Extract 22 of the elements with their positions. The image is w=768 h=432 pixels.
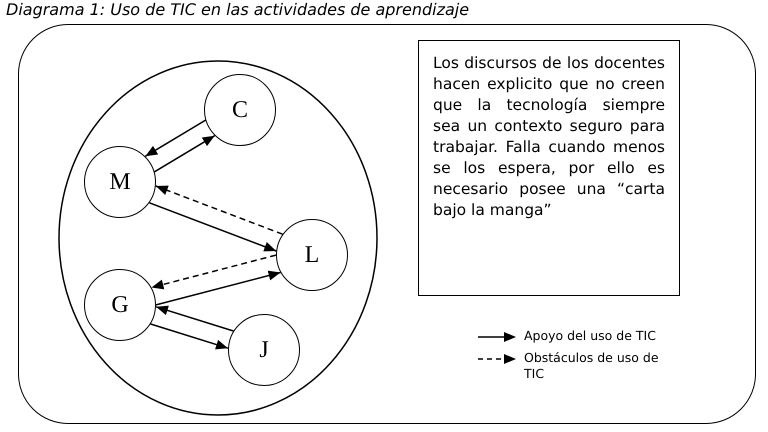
- arrow: [144, 120, 206, 157]
- legend-text: Obstáculos de uso de TIC: [524, 350, 660, 382]
- node-circle: [84, 146, 156, 218]
- node-circle: [84, 269, 156, 341]
- node-letter: C: [232, 97, 248, 123]
- arrow: [149, 202, 276, 252]
- arrow: [156, 185, 283, 235]
- node-letter: L: [304, 242, 320, 268]
- arrow: [151, 254, 276, 290]
- diagram-title: Diagrama 1: Uso de TIC en las actividades de aprendizaje: [6, 0, 470, 20]
- arrow: [154, 135, 216, 172]
- node-letter: J: [259, 337, 269, 363]
- note-box: [418, 40, 680, 296]
- arrow: [156, 306, 234, 332]
- legend-text: Apoyo del uso de TIC: [524, 328, 657, 344]
- arrow: [156, 270, 281, 306]
- arrow: [150, 323, 228, 350]
- note-text: Los discursos de los docentes hacen explicito que no creen que la tecnología siempre sea un contexto seguro para trabajar. Falla cuando menos se los espera, por ello es necesario posee una “carta bajo la manga”: [433, 53, 665, 221]
- node-letter: M: [109, 169, 131, 195]
- node-circle: [204, 74, 276, 146]
- group-circle: [58, 60, 378, 416]
- node-letter: G: [111, 292, 129, 318]
